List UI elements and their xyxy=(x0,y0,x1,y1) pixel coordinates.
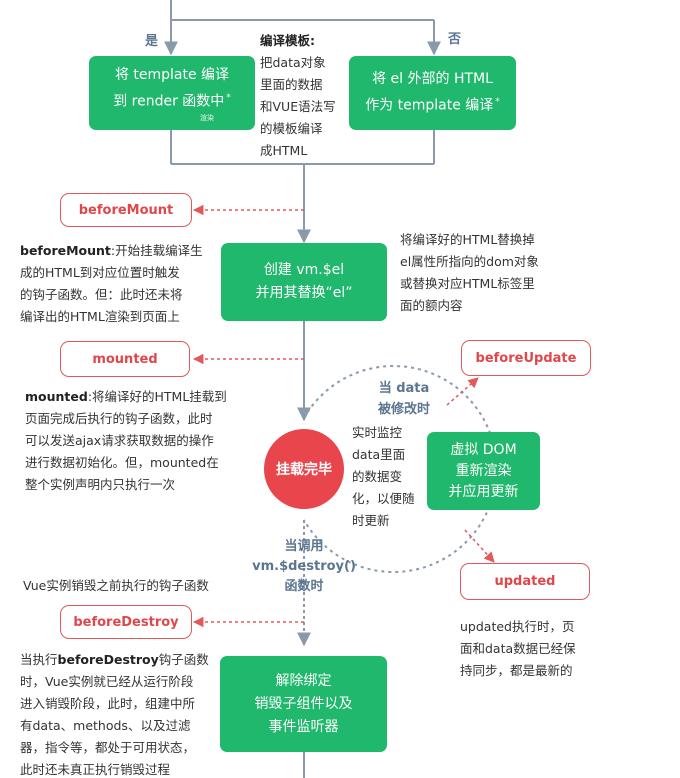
compile-template-title: 编译模板: xyxy=(260,33,315,48)
create-vm-el-line2: 并用其替换“el” xyxy=(255,285,353,301)
replace-el-line: 或替换对应HTML标签里 xyxy=(400,276,535,291)
updated-note-line: updated执行时，页 xyxy=(460,619,575,634)
replace-el-line: 将编译好的HTML替换掉 xyxy=(400,232,535,247)
before-mount-note-text: :开始挂载编译生 xyxy=(110,243,203,258)
compile-template-line: 里面的数据 xyxy=(260,77,323,92)
updated-note-line: 持同步，都是最新的 xyxy=(460,663,573,678)
hook-before-destroy: beforeDestroy xyxy=(60,605,192,639)
updated-note: updated执行时，页 面和data数据已经保 持同步，都是最新的 xyxy=(460,616,610,682)
before-destroy-note-line: 有data、methods、以及过滤 xyxy=(20,718,191,733)
updated-note-line: 面和data数据已经保 xyxy=(460,641,576,656)
compile-template-line: 成HTML xyxy=(260,143,308,158)
compile-template-note: 编译模板: 把data对象 里面的数据 和VUE语法写 的模板编译 成HTML xyxy=(260,30,350,162)
before-destroy-note-line: 进入销毁阶段，此时，组建中所 xyxy=(20,696,196,711)
hook-before-update: beforeUpdate xyxy=(461,340,591,376)
before-destroy-note-prefix: 当执行 xyxy=(20,652,58,667)
mounted-note-line: 可以发送ajax请求获取数据的操作 xyxy=(25,433,214,448)
watch-data-note: 实时监控 data里面 的数据变 化，以便随 时更新 xyxy=(352,422,427,532)
watch-data-line: 实时监控 xyxy=(352,425,403,440)
destroy-call-line3: 函数时 xyxy=(284,579,324,594)
virtual-dom-line3: 并应用更新 xyxy=(448,483,519,500)
before-mount-note-line: 编译出的HTML渲染到页面上 xyxy=(20,309,180,324)
mounted-note-line: 页面完成后执行的钩子函数，此时 xyxy=(25,411,213,426)
teardown-line2: 销毁子组件以及 xyxy=(254,695,353,712)
before-destroy-note-line: 时，Vue实例就已经从运行阶段 xyxy=(20,674,194,689)
replace-el-line: el属性所指向的dom对象 xyxy=(400,254,539,269)
mounted-complete-circle: 挂载完毕 xyxy=(264,429,344,509)
teardown-line1: 解除绑定 xyxy=(275,672,332,689)
before-mount-note-bold: beforeMount xyxy=(20,243,111,258)
mounted-note-bold: mounted xyxy=(25,389,88,404)
compile-template-line: 和VUE语法写 xyxy=(260,99,336,114)
replace-el-note: 将编译好的HTML替换掉 el属性所指向的dom对象 或替换对应HTML标签里 … xyxy=(400,229,580,317)
virtual-dom-line1: 虚拟 DOM xyxy=(450,441,517,458)
template-to-render-box: 将 template 编译 到 render 函数中* 渲染 xyxy=(89,56,255,130)
branch-no-label: 否 xyxy=(448,32,462,47)
mounted-note-line: 进行数据初始化。但，mounted在 xyxy=(25,455,219,470)
destroy-call-line1: 当调用 xyxy=(284,539,324,554)
asterisk: * xyxy=(226,93,231,104)
watch-data-line: 时更新 xyxy=(352,513,390,528)
virtual-dom-line2: 重新渲染 xyxy=(455,462,512,479)
branch-yes-label: 是 xyxy=(145,34,159,49)
before-mount-note-line: 的钩子函数。但：此时还未将 xyxy=(20,287,183,302)
create-vm-el-line1: 创建 vm.$el xyxy=(263,262,345,278)
destroy-call-line2: vm.$destroy() xyxy=(252,559,356,574)
teardown-line3: 事件监听器 xyxy=(268,718,339,735)
before-destroy-note-bold: beforeDestroy xyxy=(57,652,159,667)
teardown-box: 解除绑定 销毁子组件以及 事件监听器 xyxy=(220,656,387,752)
outer-html-line1: 将 el 外部的 HTML xyxy=(372,71,493,88)
mounted-note-text: :将编译好的HTML挂载到 xyxy=(87,389,227,404)
create-vm-el-box: 创建 vm.$el 并用其替换“el” xyxy=(221,243,387,321)
render-sublabel: 渲染 xyxy=(200,113,214,122)
hook-before-mount: beforeMount xyxy=(60,193,192,227)
virtual-dom-box: 虚拟 DOM 重新渲染 并应用更新 xyxy=(427,432,540,510)
before-destroy-desc: Vue实例销毁之前执行的钩子函数 xyxy=(23,578,209,593)
watch-data-line: 的数据变 xyxy=(352,469,403,484)
data-modified-line2: 被修改时 xyxy=(377,402,430,417)
asterisk: * xyxy=(495,97,500,108)
before-mount-note-line: 成的HTML到对应位置时触发 xyxy=(20,265,180,280)
destroy-call-label: 当调用 vm.$destroy() 函数时 xyxy=(244,537,364,597)
hook-updated: updated xyxy=(460,563,590,600)
mounted-note: mounted:将编译好的HTML挂载到 页面完成后执行的钩子函数，此时 可以发… xyxy=(25,386,250,496)
template-to-render-line2: 到 render 函数中 xyxy=(113,93,225,110)
compile-template-line: 的模板编译 xyxy=(260,121,323,136)
before-destroy-note-line: 器，指令等，都处于可用状态， xyxy=(20,740,196,755)
data-modified-line1: 当 data xyxy=(378,381,430,396)
watch-data-line: 化，以便随 xyxy=(352,491,415,506)
watch-data-line: data里面 xyxy=(352,447,406,462)
before-mount-note: beforeMount:开始挂载编译生 成的HTML到对应位置时触发 的钩子函数… xyxy=(20,240,230,328)
before-destroy-note-suffix: 钩子函数 xyxy=(158,652,209,667)
compile-template-line: 把data对象 xyxy=(260,55,326,70)
before-destroy-note-line: 此时还未真正执行销毁过程 xyxy=(20,762,171,777)
outer-html-template-box: 将 el 外部的 HTML 作为 template 编译* xyxy=(349,56,516,130)
template-to-render-line1: 将 template 编译 xyxy=(114,67,230,84)
hook-mounted: mounted xyxy=(60,341,190,377)
replace-el-line: 面的额内容 xyxy=(400,298,463,313)
before-destroy-note: 当执行beforeDestroy钩子函数 时，Vue实例就已经从运行阶段 进入销… xyxy=(20,649,230,778)
mounted-note-line: 整个实例声明内只执行一次 xyxy=(25,477,176,492)
outer-html-line2: 作为 template 编译 xyxy=(365,97,494,114)
data-modified-label: 当 data 被修改时 xyxy=(374,378,434,420)
